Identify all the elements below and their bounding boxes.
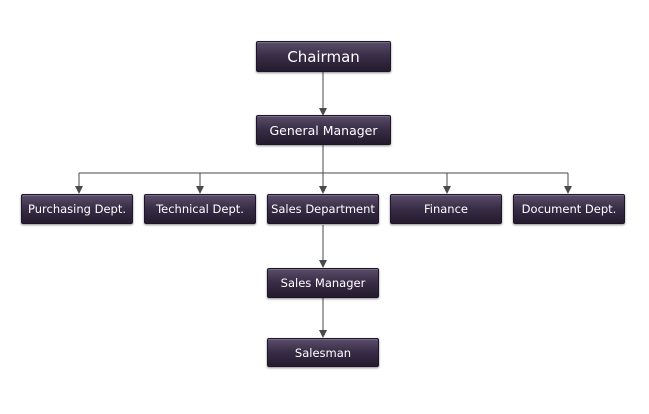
node-technical-dept: Technical Dept. — [144, 194, 256, 224]
node-chairman: Chairman — [256, 41, 391, 72]
node-general-manager: General Manager — [256, 115, 391, 145]
node-sales-manager: Sales Manager — [267, 268, 379, 298]
node-finance: Finance — [390, 194, 502, 224]
node-chairman-label: Chairman — [287, 47, 360, 66]
node-document-dept: Document Dept. — [513, 194, 625, 224]
node-purchasing-dept-label: Purchasing Dept. — [28, 202, 126, 216]
node-sales-department-label: Sales Department — [271, 202, 375, 216]
node-salesman: Salesman — [267, 338, 379, 367]
node-salesman-label: Salesman — [294, 345, 352, 360]
node-sales-manager-label: Sales Manager — [280, 276, 366, 290]
node-technical-dept-label: Technical Dept. — [156, 202, 244, 216]
node-sales-department: Sales Department — [267, 194, 379, 224]
node-purchasing-dept: Purchasing Dept. — [21, 194, 133, 224]
node-finance-label: Finance — [424, 202, 468, 216]
node-document-dept-label: Document Dept. — [521, 202, 617, 216]
node-general-manager-label: General Manager — [269, 122, 378, 138]
